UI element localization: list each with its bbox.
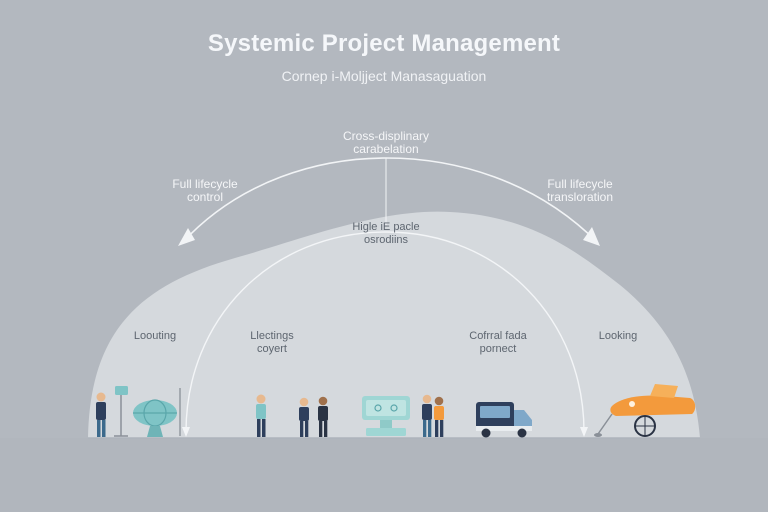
- stage-3-label-line-2: pornect: [479, 343, 517, 355]
- diagram-title: Systemic Project Management: [207, 30, 561, 57]
- stage-1-label: Loouting: [133, 330, 177, 342]
- top-arc-label: Cross-displinary carabelation: [316, 130, 456, 156]
- stage-3-label: Cofrral fada pornect: [450, 330, 546, 356]
- stage-2-label-line-2: coyert: [257, 343, 287, 355]
- person-with-sign-icon: [96, 386, 128, 437]
- two-people-handshake-icon: [422, 394, 444, 437]
- left-arc-label-line-1: Full lifecycle: [172, 177, 238, 191]
- inner-left-arrow: [182, 427, 190, 437]
- right-arc-label-line-2: transloration: [546, 190, 614, 204]
- dome-shape: [88, 211, 700, 438]
- stage-3-label-line-1: Cofrral fada: [469, 330, 527, 342]
- two-people-meeting-icon: [299, 396, 328, 437]
- vehicle-icon: [594, 384, 696, 437]
- inner-arc: [185, 231, 585, 433]
- monitor-icon: [362, 396, 410, 436]
- top-arc-label-line-2: carabelation: [353, 142, 419, 156]
- dome-center-label-line-2: osrodiins: [363, 234, 409, 246]
- delivery-van-icon: [476, 402, 532, 438]
- ground: [0, 438, 768, 512]
- inner-right-arrow: [580, 427, 588, 437]
- right-arrow-head: [583, 227, 600, 246]
- person-icon: [256, 394, 266, 437]
- stage-4-label: Looking: [598, 330, 638, 342]
- right-arc-label: Full lifecycle transloration: [520, 178, 640, 204]
- diagram-subtitle: Cornep i-Moljject Manasaguation: [281, 68, 487, 84]
- dome-center-label: Higle iE pacle osrodiins: [326, 221, 446, 247]
- right-arc-label-line-1: Full lifecycle: [547, 177, 613, 191]
- left-arrow-head: [178, 228, 195, 246]
- left-arc-label-line-2: control: [186, 190, 224, 204]
- stage-2-label: Llectings coyert: [232, 330, 312, 356]
- dome-center-label-line-1: Higle iE pacle: [352, 221, 420, 233]
- globe-device-icon: [133, 388, 181, 437]
- left-arc-label: Full lifecycle control: [150, 178, 260, 204]
- top-arc-label-line-1: Cross-displinary: [342, 129, 430, 143]
- stage-2-label-line-1: Llectings: [250, 330, 294, 342]
